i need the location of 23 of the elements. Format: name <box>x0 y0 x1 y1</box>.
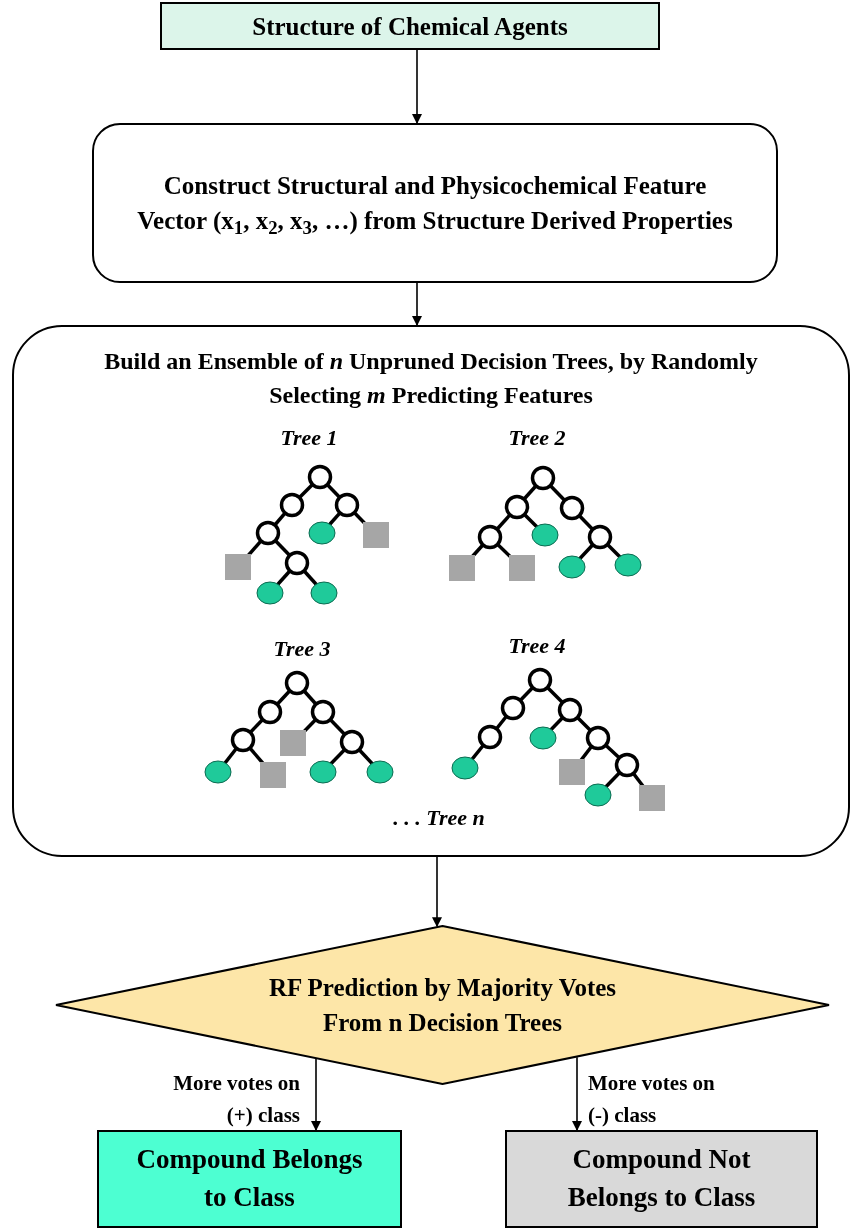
node-text: Compound Not Belongs to Class <box>566 1143 757 1214</box>
result-box <box>97 1130 402 1228</box>
result-box <box>505 1130 818 1228</box>
arrow <box>412 49 422 124</box>
tree-label: Tree 3 <box>272 638 332 660</box>
arrow <box>432 856 442 928</box>
node-text: Compound Belongs to Class <box>135 1143 364 1214</box>
arrow <box>311 1058 321 1131</box>
tree-label: Tree 4 <box>507 635 567 657</box>
panel-heading: Build an Ensemble of n Unpruned Decision Trees, by Randomly Selecting m Predicting Features <box>103 347 759 410</box>
arrow <box>572 1056 582 1131</box>
node-text: Construct Structural and Physicochemical Feature Vector (x$_{1}$, x$_{2}$, x$_{3}$, …) from Structure Derived Properties <box>136 171 734 238</box>
tree-label: Tree 2 <box>507 427 567 449</box>
node-text: RF Prediction by Majority Votes From n Decision Trees <box>267 973 618 1038</box>
tree-label: . . . Tree n <box>392 807 486 829</box>
edge-label: More votes on (-) class <box>588 1070 716 1129</box>
node-text: Structure of Chemical Agents <box>252 11 568 42</box>
process-box <box>160 2 660 50</box>
tree-label: Tree 1 <box>279 427 339 449</box>
rounded-process-box <box>92 123 778 283</box>
arrow <box>412 282 422 326</box>
edge-label: More votes on (+) class <box>172 1070 300 1129</box>
ensemble-panel <box>12 325 850 857</box>
